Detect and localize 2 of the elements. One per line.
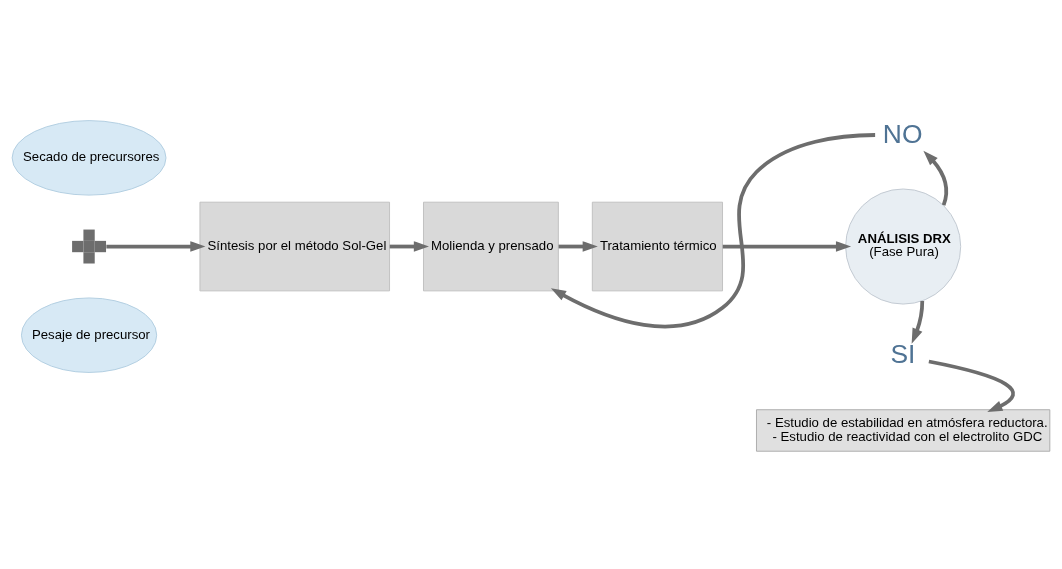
node-text: SI: [890, 339, 916, 370]
node-text: NO: [882, 118, 923, 149]
